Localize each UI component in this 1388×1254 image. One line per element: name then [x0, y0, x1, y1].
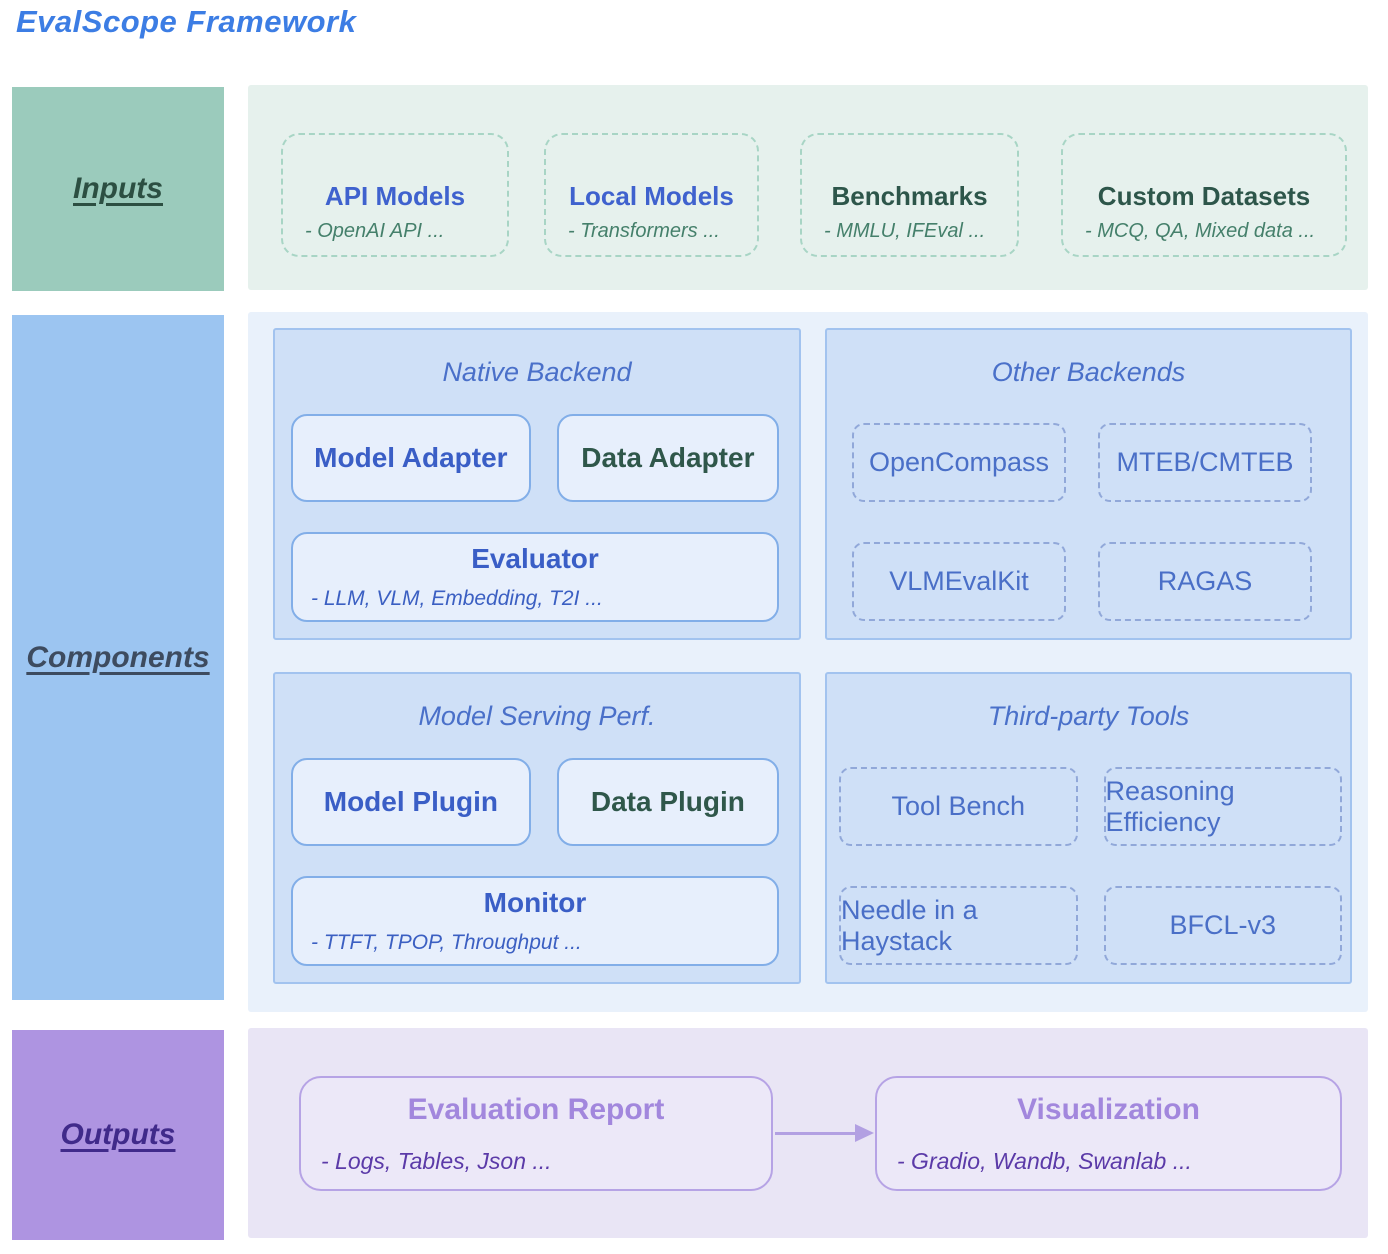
evaluator-box: Evaluator - LLM, VLM, Embedding, T2I ...: [291, 532, 779, 622]
box-title: Evaluation Report: [407, 1093, 665, 1126]
card-title: Local Models: [569, 181, 734, 211]
ragas-box: RAGAS: [1098, 542, 1312, 621]
card-subtitle: - MMLU, IFEval ...: [824, 220, 986, 242]
box-subtitle: - LLM, VLM, Embedding, T2I ...: [311, 587, 603, 610]
other-backends-panel: Other Backends OpenCompass MTEB/CMTEB VL…: [825, 328, 1352, 640]
box-subtitle: - Logs, Tables, Json ...: [321, 1148, 552, 1174]
data-plugin-box: Data Plugin: [556, 758, 779, 846]
inputs-label: Inputs: [73, 172, 163, 205]
box-title: Monitor: [483, 887, 587, 918]
backends-row-2: VLMEvalKit RAGAS: [852, 542, 1312, 621]
reasoning-efficiency-box: Reasoning Efficiency: [1103, 767, 1342, 846]
adapter-row: Model Adapter Data Adapter: [291, 414, 779, 502]
model-adapter-box: Model Adapter: [291, 414, 531, 502]
card-title: Benchmarks: [831, 181, 988, 211]
components-panel: Native Backend Model Adapter Data Adapte…: [248, 312, 1368, 1012]
card-benchmarks: Benchmarks - MMLU, IFEval ...: [800, 133, 1019, 257]
needle-in-a-haystack-box: Needle in a Haystack: [839, 886, 1078, 965]
outputs-section-sidebar: Outputs: [12, 1030, 224, 1240]
flow-arrow-head: [855, 1124, 874, 1142]
box-title: Evaluator: [471, 543, 599, 574]
opencompass-box: OpenCompass: [852, 423, 1066, 502]
tools-row-2: Needle in a Haystack BFCL-v3: [839, 886, 1342, 965]
mteb-cmteb-box: MTEB/CMTEB: [1098, 423, 1312, 502]
plugin-row: Model Plugin Data Plugin: [291, 758, 779, 846]
model-serving-perf-panel: Model Serving Perf. Model Plugin Data Pl…: [273, 672, 801, 984]
evaluation-report-box: Evaluation Report - Logs, Tables, Json .…: [299, 1076, 773, 1191]
card-custom-datasets: Custom Datasets - MCQ, QA, Mixed data ..…: [1061, 133, 1347, 257]
tools-row-1: Tool Bench Reasoning Efficiency: [839, 767, 1342, 846]
box-subtitle: - TTFT, TPOP, Throughput ...: [311, 931, 582, 954]
inputs-panel: API Models - OpenAI API ... Local Models…: [248, 85, 1368, 290]
model-plugin-box: Model Plugin: [291, 758, 531, 846]
outputs-panel: Evaluation Report - Logs, Tables, Json .…: [248, 1028, 1368, 1238]
bfcl-v3-box: BFCL-v3: [1103, 886, 1342, 965]
card-local-models: Local Models - Transformers ...: [544, 133, 759, 257]
tool-bench-box: Tool Bench: [839, 767, 1078, 846]
data-adapter-box: Data Adapter: [556, 414, 779, 502]
outputs-label: Outputs: [60, 1118, 176, 1151]
components-section-sidebar: Components: [12, 315, 224, 1000]
components-label: Components: [26, 640, 210, 674]
page-title: EvalScope Framework: [16, 4, 357, 39]
vlmevalkit-box: VLMEvalKit: [852, 542, 1066, 621]
box-subtitle: - Gradio, Wandb, Swanlab ...: [897, 1148, 1192, 1174]
flow-arrow-line: [775, 1132, 857, 1135]
panel-title: Third-party Tools: [987, 701, 1190, 731]
visualization-box: Visualization - Gradio, Wandb, Swanlab .…: [875, 1076, 1342, 1191]
monitor-box: Monitor - TTFT, TPOP, Throughput ...: [291, 876, 779, 966]
panel-title: Native Backend: [442, 357, 632, 387]
card-title: API Models: [324, 181, 466, 211]
card-subtitle: - OpenAI API ...: [305, 220, 445, 242]
card-subtitle: - MCQ, QA, Mixed data ...: [1085, 220, 1316, 242]
panel-title: Other Backends: [991, 357, 1186, 387]
card-api-models: API Models - OpenAI API ...: [281, 133, 509, 257]
panel-title: Model Serving Perf.: [418, 701, 656, 731]
third-party-tools-panel: Third-party Tools Tool Bench Reasoning E…: [825, 672, 1352, 984]
box-title: Visualization: [1017, 1093, 1200, 1126]
backends-row-1: OpenCompass MTEB/CMTEB: [852, 423, 1312, 502]
native-backend-panel: Native Backend Model Adapter Data Adapte…: [273, 328, 801, 640]
inputs-section-sidebar: Inputs: [12, 87, 224, 291]
card-subtitle: - Transformers ...: [568, 220, 720, 242]
card-title: Custom Datasets: [1097, 181, 1311, 211]
